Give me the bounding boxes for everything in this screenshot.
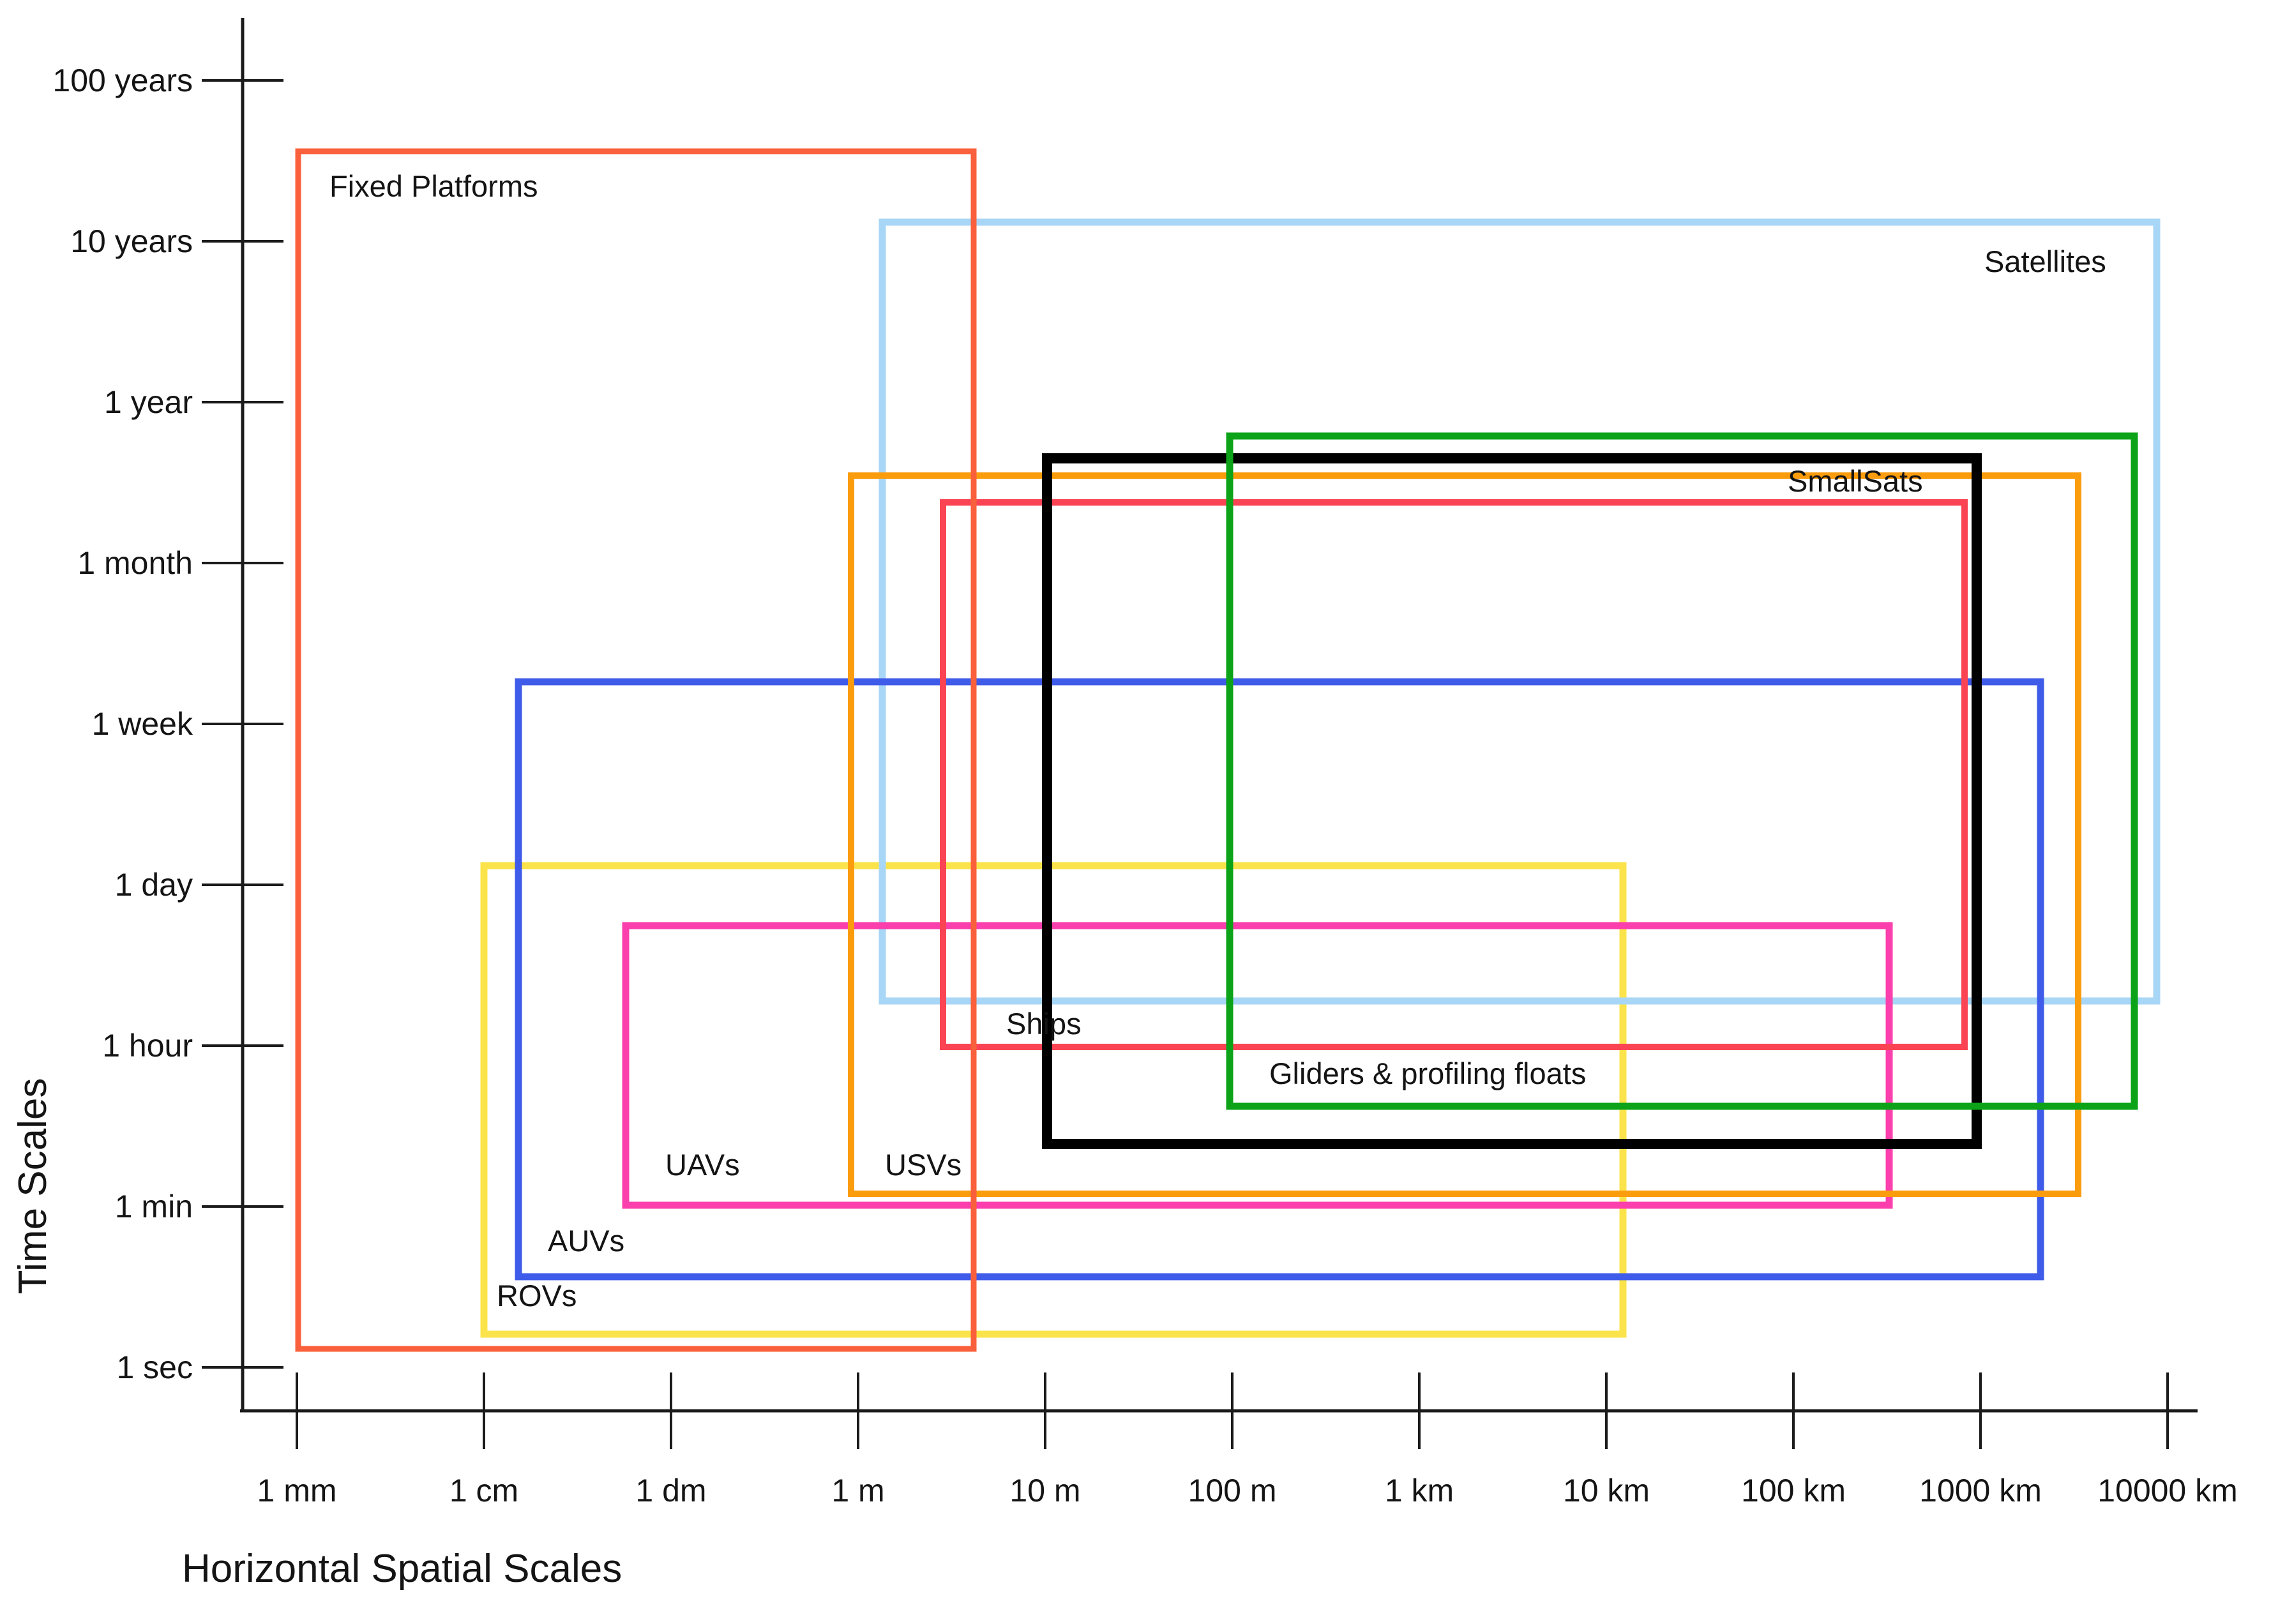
platform-label-auvs: AUVs xyxy=(548,1224,624,1258)
platform-rect-auvs xyxy=(515,678,2044,1281)
y-tick-label-3: 1 month xyxy=(77,545,193,581)
x-tick-label-0: 1 mm xyxy=(257,1473,337,1508)
platform-label-smallsats: SmallSats xyxy=(1788,464,1923,498)
platform-rect-smallsats xyxy=(1042,453,1982,1149)
platform-rect-ships xyxy=(940,499,1968,1050)
y-tick-label-2: 1 year xyxy=(104,384,193,420)
x-axis-title: Horizontal Spatial Scales xyxy=(182,1547,622,1591)
x-tick-label-2: 1 dm xyxy=(635,1473,706,1508)
y-tick-label-1: 10 years xyxy=(70,223,193,259)
y-tick-label-4: 1 week xyxy=(92,706,193,742)
platform-rect-rovs xyxy=(480,862,1627,1338)
platform-label-ships: Ships xyxy=(1006,1007,1082,1041)
y-tick-label-8: 1 sec xyxy=(116,1350,193,1385)
x-tick-label-8: 100 km xyxy=(1741,1473,1846,1508)
y-tick-label-5: 1 day xyxy=(115,867,193,903)
x-tick-label-5: 100 m xyxy=(1188,1473,1277,1508)
platform-rect-satellites xyxy=(879,218,2161,1005)
platform-label-fixed_platforms: Fixed Platforms xyxy=(329,169,538,203)
platform-label-uavs: UAVs xyxy=(665,1148,740,1182)
platform-label-gliders: Gliders & profiling floats xyxy=(1269,1056,1586,1090)
x-tick-label-10: 10000 km xyxy=(2097,1473,2238,1508)
y-axis-title: Time Scales xyxy=(11,1078,55,1295)
platform-label-rovs: ROVs xyxy=(497,1279,577,1312)
y-tick-label-7: 1 min xyxy=(115,1189,193,1224)
platform-label-satellites: Satellites xyxy=(1984,244,2106,278)
x-tick-label-3: 1 m xyxy=(831,1473,884,1508)
y-tick-label-0: 100 years xyxy=(52,63,193,98)
x-tick-label-1: 1 cm xyxy=(449,1473,518,1508)
platform-rect-uavs xyxy=(622,922,1893,1209)
platform-rect-gliders xyxy=(1226,432,2138,1110)
platform-rect-usvs xyxy=(848,472,2081,1197)
platform-label-usvs: USVs xyxy=(885,1148,962,1182)
x-tick-label-6: 1 km xyxy=(1385,1473,1454,1508)
y-tick-label-6: 1 hour xyxy=(102,1028,193,1064)
x-tick-label-9: 1000 km xyxy=(1919,1473,2042,1508)
platform-rect-fixed_platforms xyxy=(295,148,977,1352)
x-tick-label-4: 10 m xyxy=(1009,1473,1080,1508)
x-tick-label-7: 10 km xyxy=(1563,1473,1650,1508)
